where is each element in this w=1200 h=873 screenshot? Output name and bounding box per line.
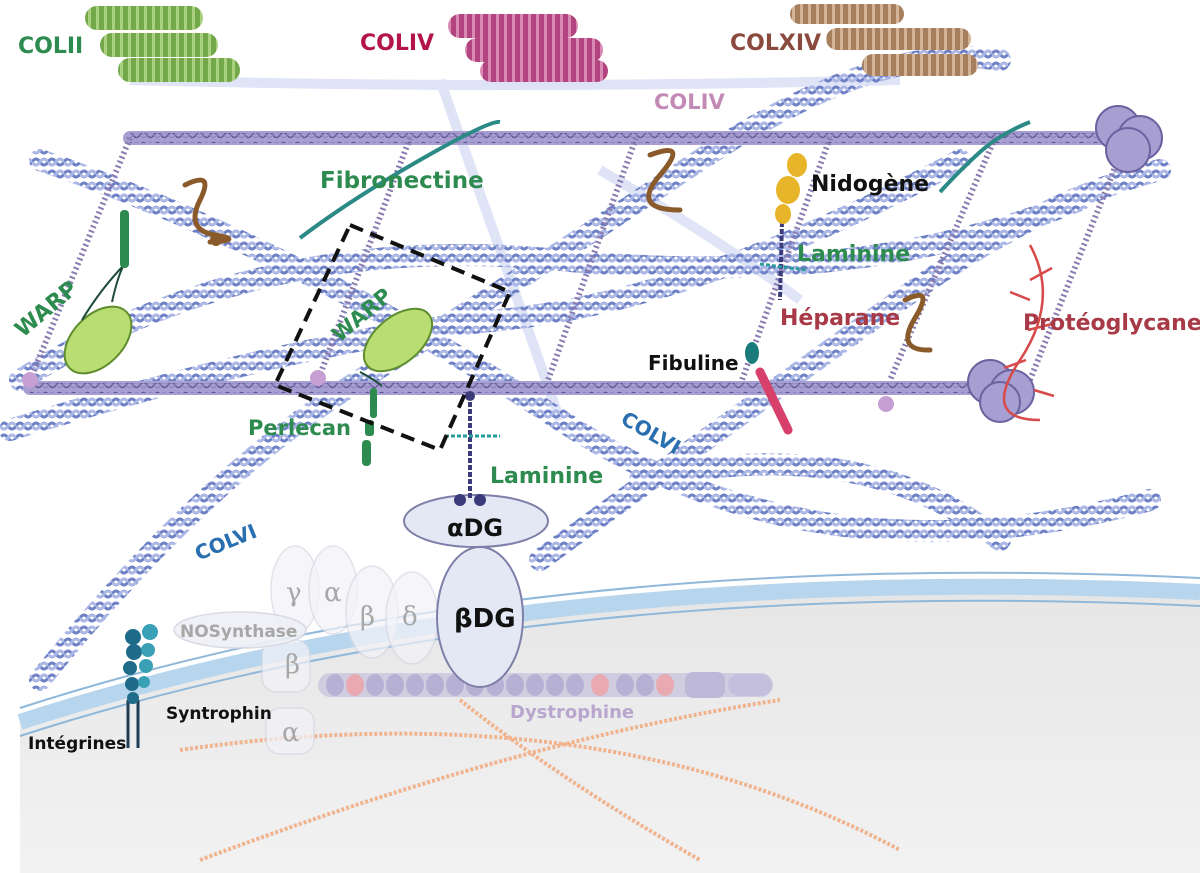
coliv-cylinders xyxy=(448,14,608,82)
heparane-label: Héparane xyxy=(780,306,901,331)
zoom-dashed-box xyxy=(272,222,513,453)
colxiv-label: COLXIV xyxy=(730,31,822,56)
dystrophine-label: Dystrophine xyxy=(510,702,635,723)
colii-cylinders xyxy=(85,6,240,82)
colxiv-cylinders xyxy=(790,4,978,76)
laminine-lower-label: Laminine xyxy=(490,464,604,489)
proteoglycan-shape xyxy=(1002,244,1055,422)
coliv-mid-label: COLIV xyxy=(654,90,725,114)
warp-left-shape xyxy=(63,210,133,375)
delta-sarcoglycan-label: δ xyxy=(402,602,418,632)
heparan-strands xyxy=(182,148,933,353)
nidogen-shape xyxy=(775,153,807,224)
fibulin-shape xyxy=(745,342,793,435)
coliv-top-label: COLIV xyxy=(360,31,435,56)
beta-sarcoglycan-label: β xyxy=(360,602,376,632)
syntrophin-label: Syntrophin xyxy=(166,704,272,724)
alpha-sarcoglycan-label: α xyxy=(324,578,342,608)
integrin-shape xyxy=(123,624,158,748)
fibuline-label: Fibuline xyxy=(648,351,739,375)
gamma-sarcoglycan-label: γ xyxy=(286,578,302,608)
sarcoglycan-complex xyxy=(173,545,439,755)
colvi-fibres xyxy=(0,46,1171,691)
beta-syntrophin-label: β xyxy=(285,650,301,680)
beta-dg-label: βDG xyxy=(454,604,516,634)
alpha-syntrophin-label: α xyxy=(282,718,300,748)
laminin-upper-shape xyxy=(759,221,807,301)
integrines-label: Intégrines xyxy=(28,734,127,754)
proteoglycane-label: Protéoglycane xyxy=(1023,311,1200,336)
colii-label: COLII xyxy=(18,34,84,59)
fibronectine-label: Fibronectine xyxy=(320,168,484,194)
alpha-dystroglycan-shape xyxy=(403,494,549,548)
cell-interior xyxy=(20,585,1200,873)
perlecan-shape xyxy=(362,388,377,466)
perlecan-label: Perlecan xyxy=(248,416,352,440)
nidogene-label: Nidogène xyxy=(811,172,930,197)
nosynthase-label: NOSynthase xyxy=(180,622,298,642)
warp-center-shape xyxy=(359,307,434,387)
plasma-membrane xyxy=(17,578,1200,730)
coliv-network xyxy=(22,105,1163,423)
actin-filaments xyxy=(179,698,901,862)
laminine-upper-label: Laminine xyxy=(797,242,911,267)
alpha-dg-label: αDG xyxy=(447,514,504,542)
laminin-lower-shape xyxy=(445,391,500,506)
dystrophin-chain xyxy=(318,672,773,698)
fibronectin-strands xyxy=(298,119,1031,240)
